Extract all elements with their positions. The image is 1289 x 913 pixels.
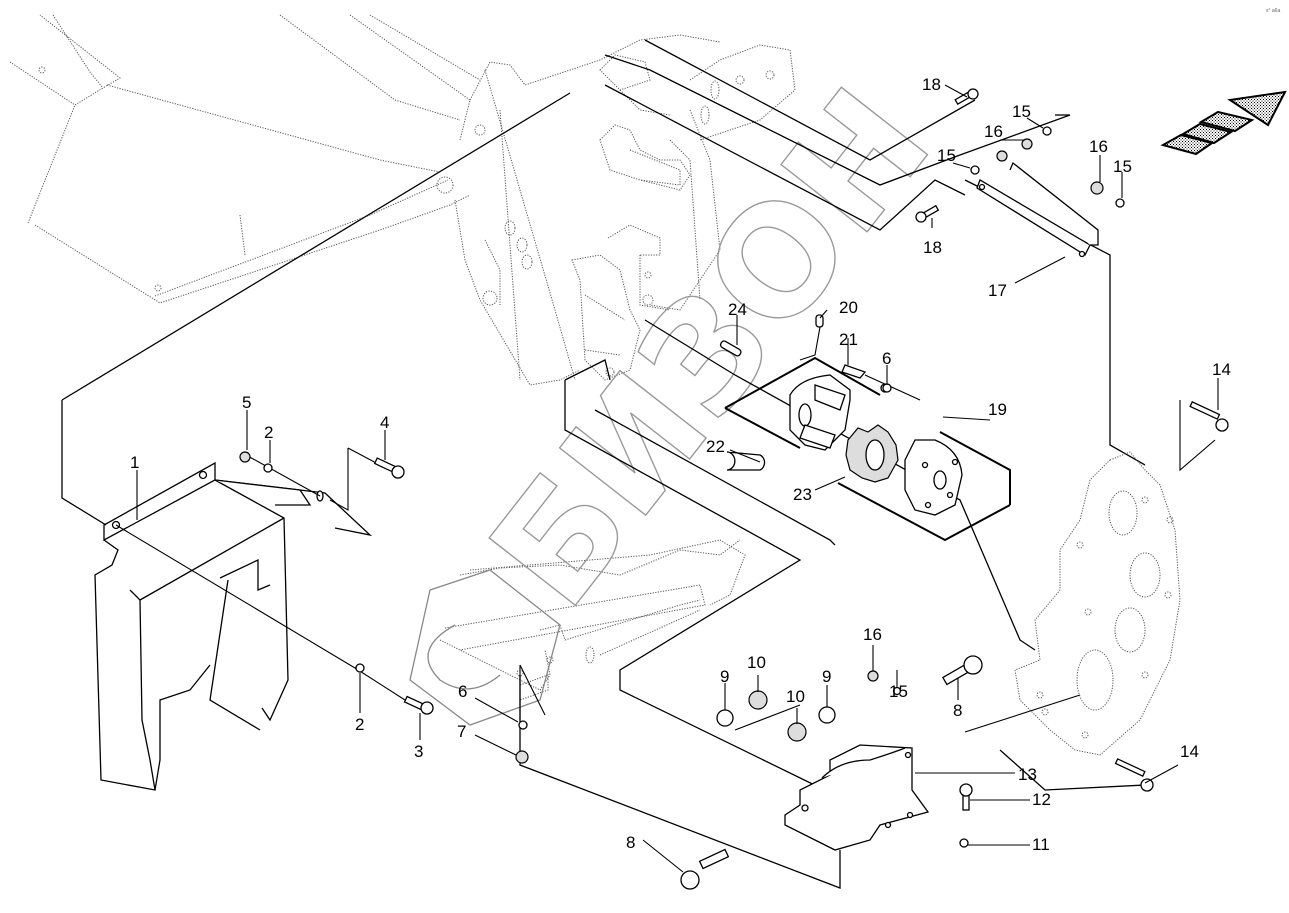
callout-3: 3 xyxy=(414,742,423,761)
callout-18: 18 xyxy=(923,238,942,257)
nut-icon xyxy=(996,150,1008,162)
washer-icon xyxy=(355,663,365,673)
callout-10: 10 xyxy=(786,687,805,706)
callout-16: 16 xyxy=(863,625,882,644)
nut-icon xyxy=(748,690,768,710)
arrow-segment-icon xyxy=(1160,133,1215,156)
coupling-assembly xyxy=(719,314,1011,542)
callout-10: 10 xyxy=(747,653,766,672)
callout-16: 16 xyxy=(984,122,1003,141)
washer-icon xyxy=(1042,126,1052,136)
bolt-icon xyxy=(403,695,434,715)
callout-12: 12 xyxy=(1032,790,1051,809)
callout-2: 2 xyxy=(355,715,364,734)
nut-icon xyxy=(1090,181,1104,195)
washer-icon xyxy=(959,838,969,848)
part-adapter-plate xyxy=(1014,451,1181,756)
callout-18: 18 xyxy=(922,75,941,94)
forward-direction-arrow xyxy=(1160,90,1287,156)
callout-9: 9 xyxy=(822,667,831,686)
watermark-logo xyxy=(409,569,561,726)
bolt-icon xyxy=(680,848,730,890)
callout-15: 15 xyxy=(1113,157,1132,176)
callout-11: 11 xyxy=(1032,835,1050,854)
callout-8: 8 xyxy=(953,701,962,720)
callout-14: 14 xyxy=(1212,360,1231,379)
callout-7: 7 xyxy=(457,722,466,741)
callout-24: 24 xyxy=(728,300,747,319)
callout-17: 17 xyxy=(988,281,1007,300)
nut-icon xyxy=(239,451,251,463)
callout-labels: 1 2 2 3 4 5 6 6 7 8 8 9 9 10 10 11 12 13… xyxy=(130,75,1231,854)
callout-1: 1 xyxy=(130,453,139,472)
callout-20: 20 xyxy=(839,298,858,317)
lower-frame xyxy=(439,539,746,701)
callout-4: 4 xyxy=(380,413,389,432)
bolt-icon xyxy=(373,457,405,479)
bolt-icon xyxy=(1189,400,1229,432)
callout-21: 21 xyxy=(839,330,858,349)
washer-icon xyxy=(263,463,273,473)
nut-icon xyxy=(515,750,529,764)
arrow-segment-icon xyxy=(1198,110,1255,133)
callout-23: 23 xyxy=(793,485,812,504)
callout-2: 2 xyxy=(264,423,273,442)
nut-icon xyxy=(1021,138,1033,150)
callout-15: 15 xyxy=(1012,102,1031,121)
lock-washer-icon xyxy=(716,709,734,727)
callout-22: 22 xyxy=(706,437,725,456)
washer-icon xyxy=(892,686,902,696)
hardware xyxy=(239,88,1229,890)
callout-5: 5 xyxy=(242,393,251,412)
leader-lines xyxy=(61,39,1216,889)
bolt-icon xyxy=(941,655,983,686)
nut-icon xyxy=(867,670,879,682)
lock-washer-icon xyxy=(818,706,836,724)
callout-6: 6 xyxy=(458,682,467,701)
part-shield-cover xyxy=(94,461,373,791)
callout-8: 8 xyxy=(626,833,635,852)
washer-icon xyxy=(882,383,892,393)
part-mounting-bracket xyxy=(784,744,930,851)
bolt-icon xyxy=(954,88,979,105)
nut-icon xyxy=(787,722,807,742)
callout-15: 15 xyxy=(889,682,908,701)
callout-14: 14 xyxy=(1180,742,1199,761)
bolt-icon xyxy=(915,204,940,223)
callout-13: 13 xyxy=(1018,765,1037,784)
callout-9: 9 xyxy=(720,667,729,686)
corner-reference: s° a6a xyxy=(1266,8,1280,14)
callout-16: 16 xyxy=(1089,137,1108,156)
callout-19: 19 xyxy=(988,400,1007,419)
callout-15: 15 xyxy=(937,146,956,165)
part-channel-bracket xyxy=(976,161,1099,258)
washer-icon xyxy=(518,720,528,730)
arrow-head-icon xyxy=(1227,90,1287,127)
washer-icon xyxy=(1115,198,1125,208)
washer-icon xyxy=(970,165,980,175)
callout-leaders xyxy=(136,84,1219,873)
callout-6: 6 xyxy=(882,349,891,368)
arrow-segment-icon xyxy=(1180,122,1234,145)
bolt-icon xyxy=(959,783,973,811)
bolt-icon xyxy=(1114,758,1154,792)
machine-frame xyxy=(9,14,796,386)
